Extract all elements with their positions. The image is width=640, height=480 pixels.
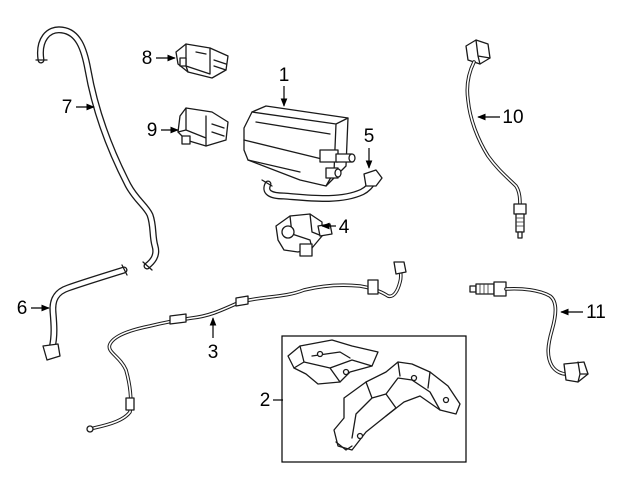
callout-7-label: 7 [62,97,73,118]
callout-1-label: 1 [279,65,290,86]
part-6-hose [42,264,128,361]
part-1-canister [243,105,356,187]
callout-8: 8 [142,48,176,69]
part-7-vapor-hose [35,26,160,271]
callout-10-label: 10 [502,107,523,128]
callout-2: 2 [260,390,283,411]
part-10-oxygen-sensor [465,39,527,239]
callout-11: 11 [560,302,606,323]
callout-4-label: 4 [339,217,350,238]
callout-7: 7 [62,97,95,118]
part-3-vapor-line [86,261,407,433]
callout-9-label: 9 [147,120,158,141]
callout-4: 4 [321,217,350,238]
part-8-pressure-sensor [175,43,229,79]
part-5-vent-hose [261,169,383,202]
callout-5: 5 [364,126,375,169]
callout-9: 9 [147,120,179,141]
callout-2-label: 2 [260,390,271,411]
part-9-sensor [177,107,229,147]
callout-3-label: 3 [208,342,219,363]
callout-1: 1 [279,65,290,107]
part-4-purge-valve [275,213,333,257]
callout-8-label: 8 [142,48,153,69]
callout-3: 3 [208,317,219,363]
callout-6-label: 6 [17,298,28,319]
callout-10: 10 [477,107,524,128]
callout-6: 6 [17,298,50,319]
part-2-bracket-inset [281,335,467,463]
callout-5-label: 5 [364,126,375,147]
part-11-oxygen-sensor [469,281,589,383]
callout-11-label: 11 [586,302,606,323]
